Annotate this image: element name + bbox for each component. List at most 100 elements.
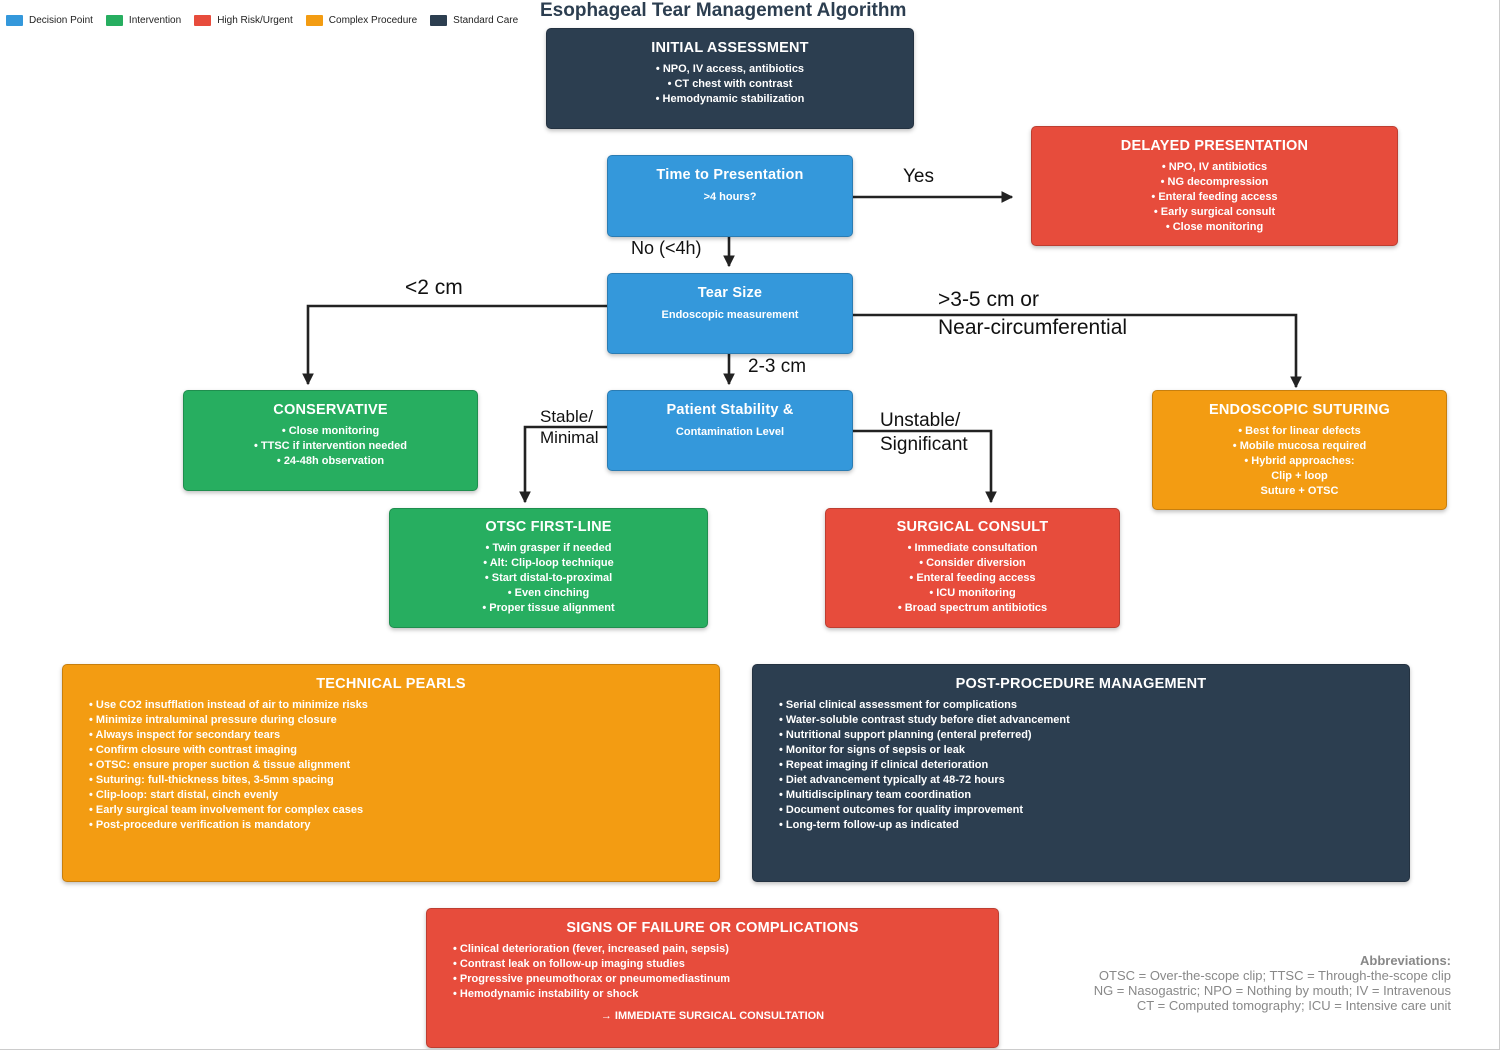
abbreviation-line: NG = Nasogastric; NPO = Nothing by mouth…: [1093, 983, 1451, 998]
list-item: • Post-procedure verification is mandato…: [89, 819, 311, 831]
conservative-list: • Close monitoring • TTSC if interventio…: [184, 424, 477, 469]
arrow-small: [302, 304, 607, 386]
time-decision-question: >4 hours?: [703, 191, 757, 203]
branch-label-stable-2: Minimal: [540, 428, 599, 447]
tear-size-sub: Endoscopic measurement: [661, 309, 799, 321]
list-item: • Start distal-to-proximal: [484, 572, 613, 584]
legend-swatch: [305, 15, 323, 26]
delayed-presentation-box: DELAYED PRESENTATION • NPO, IV antibioti…: [1031, 126, 1398, 246]
list-item: • Document outcomes for quality improvem…: [779, 804, 1024, 816]
list-item: • NG decompression: [1160, 176, 1269, 188]
legend-item-decision: Decision Point: [6, 15, 93, 26]
endoscopic-suturing-title: ENDOSCOPIC SUTURING: [1208, 402, 1391, 418]
list-item: • Clinical deterioration (fever, increas…: [453, 943, 729, 955]
signs-of-failure-title: SIGNS OF FAILURE OR COMPLICATIONS: [566, 920, 859, 936]
legend-swatch: [194, 15, 212, 26]
post-procedure-box: POST-PROCEDURE MANAGEMENT • Serial clini…: [752, 664, 1410, 882]
otsc-first-line-list: • Twin grasper if needed • Alt: Clip-loo…: [390, 541, 707, 616]
otsc-first-line-title: OTSC FIRST-LINE: [485, 519, 612, 535]
stability-sub: Contamination Level: [675, 426, 785, 438]
otsc-first-line-box: OTSC FIRST-LINE • Twin grasper if needed…: [389, 508, 708, 628]
surgical-consult-list: • Immediate consultation • Consider dive…: [826, 541, 1119, 616]
signs-of-failure-footer: → IMMEDIATE SURGICAL CONSULTATION: [600, 1010, 825, 1022]
delayed-presentation-title: DELAYED PRESENTATION: [1120, 138, 1309, 154]
conservative-title: CONSERVATIVE: [273, 402, 388, 418]
list-item: • Early surgical consult: [1153, 206, 1276, 218]
list-item: • Hybrid approaches:: [1244, 455, 1355, 467]
list-item: • Immediate consultation: [907, 542, 1038, 554]
list-item: • Early surgical team involvement for co…: [89, 804, 364, 816]
technical-pearls-title: TECHNICAL PEARLS: [316, 676, 466, 692]
arrow-large: [853, 313, 1302, 389]
legend-label: Complex Procedure: [328, 15, 418, 26]
list-item: • Suturing: full-thickness bites, 3-5mm …: [89, 774, 334, 786]
list-item: • Confirm closure with contrast imaging: [89, 744, 297, 756]
initial-assessment-box: INITIAL ASSESSMENT • NPO, IV access, ant…: [546, 28, 914, 129]
time-decision-box: Time to Presentation >4 hours?: [607, 155, 853, 237]
branch-label-unstable: Unstable/ Significant: [880, 409, 968, 457]
list-item: • Monitor for signs of sepsis or leak: [779, 744, 965, 756]
branch-label-no: No (<4h): [631, 238, 702, 258]
list-item: • Minimize intraluminal pressure during …: [89, 714, 337, 726]
arrow-stable: [519, 425, 610, 504]
delayed-presentation-list: • NPO, IV antibiotics • NG decompression…: [1032, 160, 1397, 235]
list-item: Suture + OTSC: [1260, 485, 1339, 497]
list-item: • NPO, IV access, antibiotics: [655, 63, 805, 75]
list-item: • Contrast leak on follow-up imaging stu…: [453, 958, 685, 970]
list-item: • Always inspect for secondary tears: [89, 729, 281, 741]
branch-label-large-2: Near-circumferential: [938, 316, 1128, 339]
list-item: • Water-soluble contrast study before di…: [779, 714, 1070, 726]
legend-item-complex: Complex Procedure: [305, 15, 418, 26]
list-item: • Proper tissue alignment: [482, 602, 615, 614]
list-item: • Alt: Clip-loop technique: [483, 557, 614, 569]
technical-pearls-list: • Use CO2 insufflation instead of air to…: [63, 698, 719, 833]
list-item: • TTSC if intervention needed: [254, 440, 407, 452]
legend-swatch: [430, 15, 448, 26]
list-item: • Serial clinical assessment for complic…: [779, 699, 1018, 711]
list-item: • Progressive pneumothorax or pneumomedi…: [453, 973, 731, 985]
list-item: • Broad spectrum antibiotics: [897, 602, 1048, 614]
branch-label-unstable-2: Significant: [880, 434, 968, 455]
abbreviations-title: Abbreviations:: [1359, 953, 1451, 968]
list-item: • Enteral feeding access: [1151, 191, 1278, 203]
legend-item-standard: Standard Care: [430, 15, 518, 26]
conservative-box: CONSERVATIVE • Close monitoring • TTSC i…: [183, 390, 478, 491]
legend-label: Decision Point: [29, 15, 93, 26]
list-item: • NPO, IV antibiotics: [1161, 161, 1268, 173]
stability-title: Patient Stability &: [666, 402, 794, 418]
branch-label-medium: 2-3 cm: [748, 356, 807, 377]
legend-label: High Risk/Urgent: [217, 15, 293, 26]
signs-of-failure-list: • Clinical deterioration (fever, increas…: [427, 942, 998, 1002]
stability-decision-box: Patient Stability & Contamination Level: [607, 390, 853, 471]
time-decision-title: Time to Presentation: [656, 167, 804, 183]
initial-assessment-title: INITIAL ASSESSMENT: [651, 40, 809, 56]
list-item: • Best for linear defects: [1238, 425, 1361, 437]
branch-label-stable: Stable/ Minimal: [540, 406, 599, 448]
tear-size-title: Tear Size: [697, 285, 763, 301]
list-item: • Mobile mucosa required: [1232, 440, 1367, 452]
list-item: Clip + loop: [1271, 470, 1328, 482]
list-item: • CT chest with contrast: [667, 78, 793, 90]
initial-assessment-list: • NPO, IV access, antibiotics • CT chest…: [547, 62, 913, 107]
legend-item-intervention: Intervention: [105, 15, 182, 26]
arrow-unstable: [853, 429, 997, 504]
list-item: • Use CO2 insufflation instead of air to…: [89, 699, 368, 711]
abbreviation-line: OTSC = Over-the-scope clip; TTSC = Throu…: [1098, 968, 1451, 983]
list-item: • ICU monitoring: [929, 587, 1016, 599]
list-item: • Consider diversion: [919, 557, 1026, 569]
branch-label-yes: Yes: [903, 166, 934, 187]
legend-item-high-risk: High Risk/Urgent: [194, 15, 293, 26]
list-item: • Diet advancement typically at 48-72 ho…: [779, 774, 1005, 786]
post-procedure-list: • Serial clinical assessment for complic…: [753, 698, 1409, 833]
legend-label: Intervention: [128, 15, 182, 26]
list-item: • Enteral feeding access: [909, 572, 1036, 584]
list-item: • Repeat imaging if clinical deteriorati…: [779, 759, 989, 771]
legend-swatch: [105, 15, 123, 26]
list-item: • Twin grasper if needed: [485, 542, 612, 554]
surgical-consult-box: SURGICAL CONSULT • Immediate consultatio…: [825, 508, 1120, 628]
abbreviations: Abbreviations: OTSC = Over-the-scope cli…: [1094, 953, 1451, 1013]
branch-label-stable-1: Stable/: [540, 407, 593, 426]
list-item: • Long-term follow-up as indicated: [779, 819, 959, 831]
technical-pearls-box: TECHNICAL PEARLS • Use CO2 insufflation …: [62, 664, 720, 882]
